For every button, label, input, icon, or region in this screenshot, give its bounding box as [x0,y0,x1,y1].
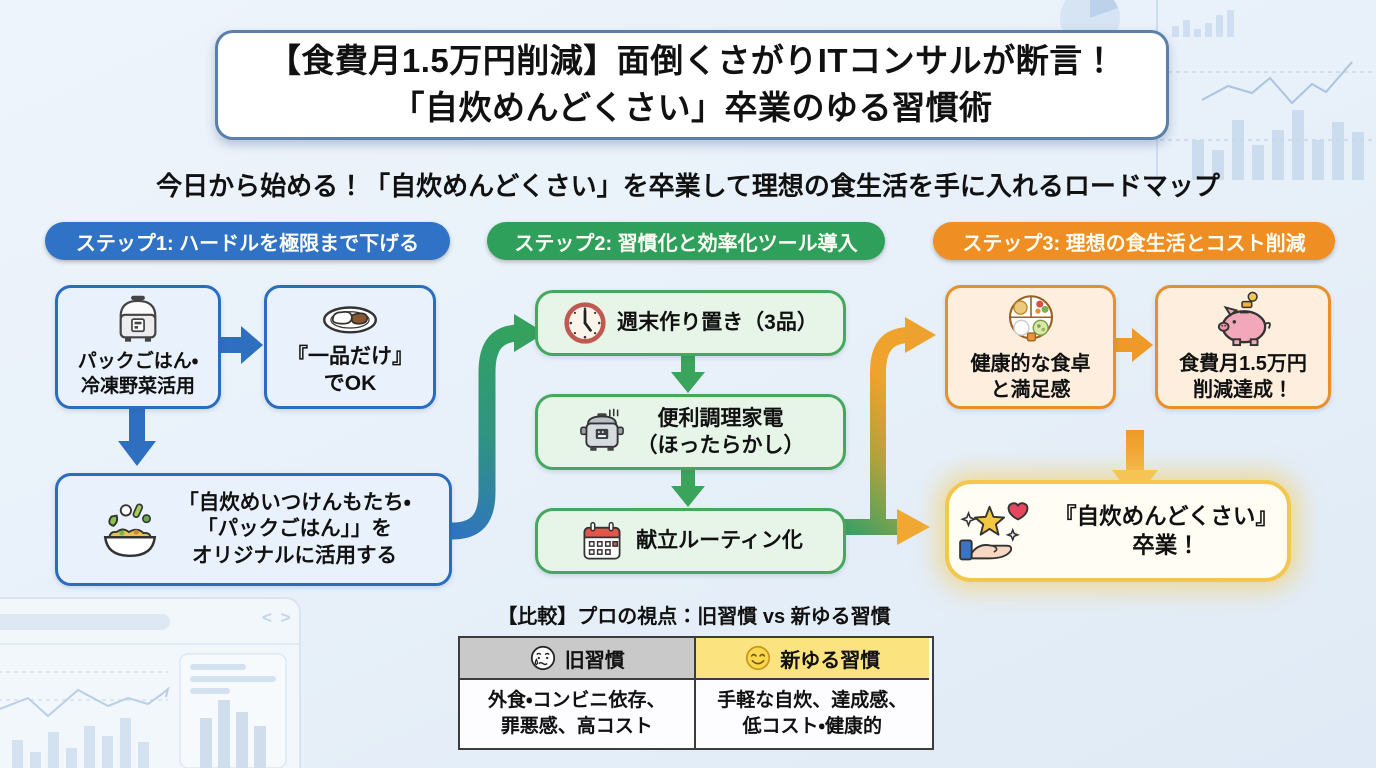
comparison-header-old-label: 旧習慣 [564,649,625,672]
goal-label: 『自炊めんどくさい』 卒業！ [1054,503,1278,558]
arrow-step1-right [219,326,263,364]
step3-box-savings: 食費月1.5万円 削減達成！ [1155,285,1331,409]
step2-box-appliance: 便利調理家電 （ほったらかし） [535,394,846,470]
arrowhead-step1-to-step2 [514,314,545,352]
title-line-1: 【食費月1.5万円削減】面倒くさがりITコンサルが断言！ [267,42,1117,80]
comparison-header-new-label: 新ゆる習慣 [780,649,881,672]
arrow-step1-down [118,409,156,466]
step2-box-menu-routine: 献立ルーティン化 [535,508,846,574]
piggy-bank-icon [1212,291,1274,347]
step2-box2-label: 便利調理家電 （ほったらかし） [636,406,805,457]
comparison-header-old: 旧習慣 [460,638,696,680]
arrow-step2-to-step3-up [836,327,918,535]
arrow-step2-down-1 [671,354,705,393]
multicooker-icon [577,407,627,457]
decor-bars-top [1172,10,1234,37]
comparison-title: 【比較】プロの視点：旧習慣 vs 新ゆる習慣 [497,606,891,628]
code-icon: < > [262,608,293,627]
step1-header: ステップ1: ハードルを極限まで下げる [45,222,450,260]
arrow-step3-right [1114,328,1153,362]
comparison-body-old: 外食・コンビニ依存、 罪悪感、高コスト [460,680,696,748]
step2-box1-label: 週末作り置き（3品） [617,311,818,335]
step1-box-one-dish: 『一品だけ』 でOK [264,285,436,409]
step1-box3-label: 「自炊めいつけんもたち・ 「パックごはん」」を オリジナルに活用する [178,490,411,567]
title-line-2: 「自炊めんどくさい」卒業のゆる習慣術 [391,89,993,126]
subtitle: 今日から始める！「自炊めんどくさい」を卒業して理想の食生活を手に入れるロードマッ… [156,171,1220,201]
clock-icon [563,301,607,345]
step3-header: ステップ3: 理想の食生活とコスト削減 [933,222,1335,260]
step3-box1-label: 健康的な食卓 と満足感 [970,353,1091,401]
hand-star-heart-icon [958,498,1038,564]
step1-box-original-use: 「自炊めいつけんもたち・ 「パックごはん」」を オリジナルに活用する [55,473,452,586]
crying-face-icon [529,644,557,672]
salad-bowl-icon [96,498,164,562]
rice-cooker-icon [110,294,166,346]
calendar-icon [578,519,626,563]
arrow-step1-to-step2 [423,324,529,540]
smiley-face-icon [744,644,772,672]
arrow-step2-down-2 [671,468,705,507]
title-card: 【食費月1.5万円削減】面倒くさがりITコンサルが断言！ 「自炊めんどくさい」卒… [215,30,1169,140]
healthy-plate-icon [1003,291,1059,347]
arrowhead-step2-to-step3-up [905,317,936,353]
comparison-header-new: 新ゆる習慣 [695,638,929,680]
step2-header: ステップ2: 習慣化と効率化ツール導入 [487,222,885,260]
curry-plate-icon [319,297,381,339]
step3-box2-label: 食費月1.5万円 削減達成！ [1179,353,1307,401]
step2-box3-label: 献立ルーティン化 [636,529,803,553]
comparison-body-new: 手軽な自炊、達成感、 低コスト・健康的 [717,690,908,737]
step1-box2-label: 『一品だけ』 でOK [287,344,413,395]
step3-box-healthy-table: 健康的な食卓 と満足感 [945,285,1116,409]
comparison-table: 旧習慣 新ゆる習慣 外食・コンビニ依存、 罪悪感、高コスト 手軽な自炊、達成感、… [458,636,934,750]
step2-box-meal-prep: 週末作り置き（3品） [535,290,846,356]
step1-box1-label: パックごはん・ 冷凍野菜活用 [77,351,199,397]
goal-box: 『自炊めんどくさい』 卒業！ [945,480,1291,582]
arrowhead-step2-to-goal [897,509,930,545]
step1-box-pack-rice: パックごはん・ 冷凍野菜活用 [55,285,221,409]
